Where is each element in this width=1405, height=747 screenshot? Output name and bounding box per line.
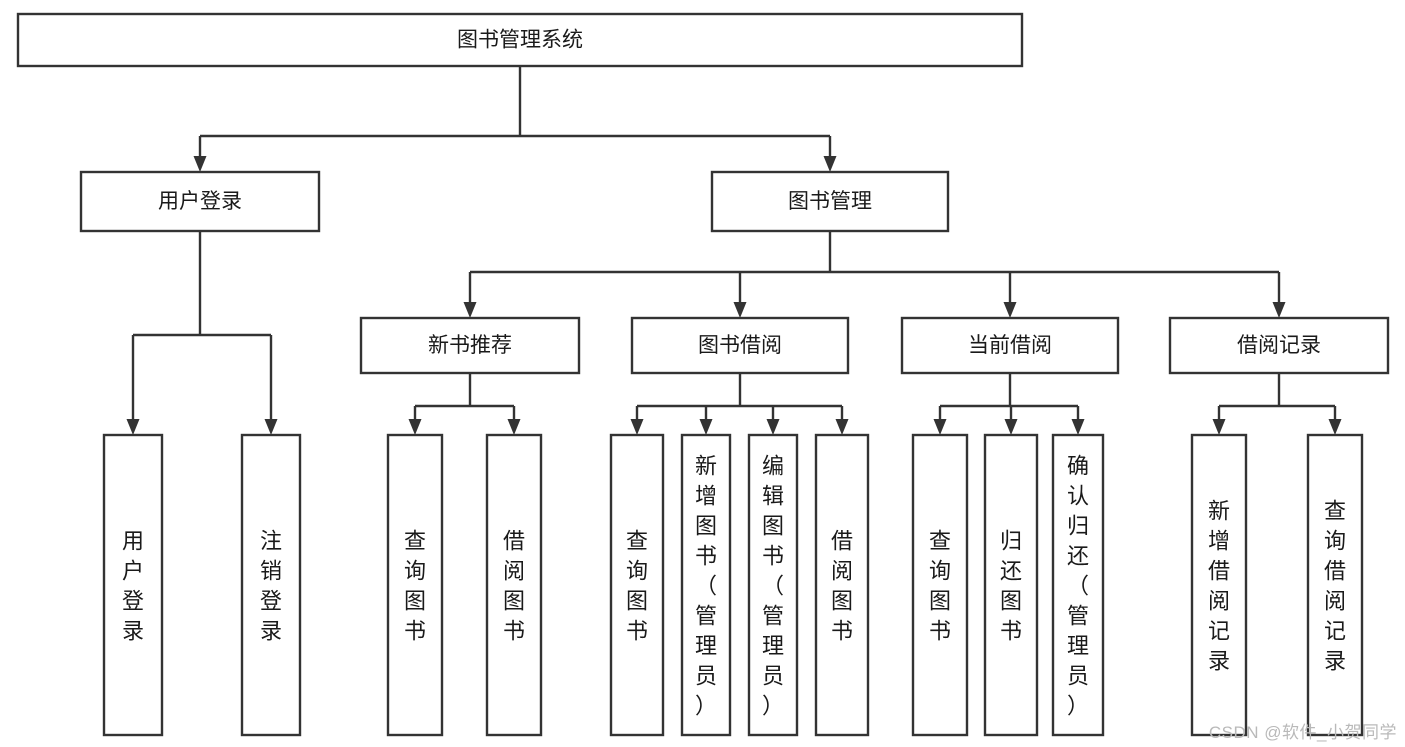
node-box[interactable] xyxy=(630,316,850,375)
node-box[interactable] xyxy=(710,170,950,233)
node-root[interactable]: 图书管理系统 xyxy=(16,12,1024,68)
node-box[interactable] xyxy=(911,433,969,737)
node-label: 借阅记录 xyxy=(1237,334,1321,357)
arrowhead xyxy=(699,419,713,435)
node-label: 当前借阅 xyxy=(968,334,1052,357)
csdn-watermark: CSDN @软件_小贺同学 xyxy=(1208,723,1397,742)
arrowhead xyxy=(1071,419,1085,435)
arrowhead xyxy=(1272,302,1286,318)
node-label: 图书管理系统 xyxy=(457,29,583,52)
node-box[interactable] xyxy=(680,433,732,737)
node-leaf-borrow-book-2[interactable]: 借阅图书 xyxy=(814,433,870,737)
node-label: 新增借阅记录 xyxy=(1208,498,1230,673)
node-box[interactable] xyxy=(983,433,1039,737)
node-box[interactable] xyxy=(359,316,581,375)
node-label: 新增图书（管理员） xyxy=(695,453,717,718)
connector-book-borrow xyxy=(630,373,849,435)
node-leaf-query-book-1[interactable]: 查询图书 xyxy=(386,433,444,737)
arrowhead xyxy=(835,419,849,435)
node-label: 编辑图书（管理员） xyxy=(762,453,784,718)
node-user-login[interactable]: 用户登录 xyxy=(79,170,321,233)
node-box[interactable] xyxy=(1168,316,1390,375)
node-leaf-add-record[interactable]: 新增借阅记录 xyxy=(1190,433,1248,737)
arrowhead xyxy=(823,156,837,172)
node-box[interactable] xyxy=(1051,433,1105,737)
arrowhead xyxy=(1003,302,1017,318)
node-book-borrow[interactable]: 图书借阅 xyxy=(630,316,850,375)
node-book-manage[interactable]: 图书管理 xyxy=(710,170,950,233)
arrowhead xyxy=(408,419,422,435)
arrowhead xyxy=(630,419,644,435)
node-box[interactable] xyxy=(386,433,444,737)
node-leaf-query-book-2[interactable]: 查询图书 xyxy=(609,433,665,737)
node-leaf-user-logout[interactable]: 注销登录 xyxy=(240,433,302,737)
arrowhead xyxy=(733,302,747,318)
node-box[interactable] xyxy=(79,170,321,233)
arrowhead xyxy=(264,419,278,435)
node-label: 确认归还（管理员） xyxy=(1067,453,1089,718)
node-label: 归还图书 xyxy=(1000,528,1022,643)
node-box[interactable] xyxy=(240,433,302,737)
node-label: 图书借阅 xyxy=(698,334,782,357)
node-leaf-return-book[interactable]: 归还图书 xyxy=(983,433,1039,737)
node-label: 查询图书 xyxy=(404,528,426,643)
node-label: 借阅图书 xyxy=(503,528,525,643)
node-box[interactable] xyxy=(747,433,799,737)
node-leaf-edit-book[interactable]: 编辑图书（管理员） xyxy=(747,433,799,737)
node-leaf-confirm-return[interactable]: 确认归还（管理员） xyxy=(1051,433,1105,737)
node-label: 注销登录 xyxy=(260,528,282,643)
connector-current-borrow xyxy=(933,373,1085,435)
arrowhead xyxy=(463,302,477,318)
node-new-book-rec[interactable]: 新书推荐 xyxy=(359,316,581,375)
arrowhead xyxy=(933,419,947,435)
node-box[interactable] xyxy=(609,433,665,737)
node-label: 用户登录 xyxy=(122,528,144,643)
node-leaf-add-book[interactable]: 新增图书（管理员） xyxy=(680,433,732,737)
node-box[interactable] xyxy=(814,433,870,737)
node-box[interactable] xyxy=(102,433,164,737)
node-borrow-record[interactable]: 借阅记录 xyxy=(1168,316,1390,375)
arrowhead xyxy=(193,156,207,172)
node-box[interactable] xyxy=(485,433,543,737)
node-label: 用户登录 xyxy=(158,190,242,213)
arrowhead xyxy=(1328,419,1342,435)
arrowhead xyxy=(1004,419,1018,435)
node-layer: 图书管理系统用户登录图书管理新书推荐图书借阅当前借阅借阅记录用户登录注销登录查询… xyxy=(16,12,1390,737)
node-leaf-borrow-book-1[interactable]: 借阅图书 xyxy=(485,433,543,737)
connector-book-manage xyxy=(463,231,1286,318)
node-label: 查询图书 xyxy=(929,528,951,643)
node-label: 借阅图书 xyxy=(831,528,853,643)
node-box[interactable] xyxy=(16,12,1024,68)
arrowhead xyxy=(766,419,780,435)
arrowhead xyxy=(507,419,521,435)
connector-borrow-record xyxy=(1212,373,1342,435)
node-label: 查询图书 xyxy=(626,528,648,643)
connector-root xyxy=(193,66,837,172)
node-leaf-query-book-3[interactable]: 查询图书 xyxy=(911,433,969,737)
node-label: 查询借阅记录 xyxy=(1324,498,1346,673)
node-box[interactable] xyxy=(1306,433,1364,737)
node-box[interactable] xyxy=(1190,433,1248,737)
node-label: 图书管理 xyxy=(788,190,872,213)
arrowhead xyxy=(126,419,140,435)
arrowhead xyxy=(1212,419,1226,435)
node-label: 新书推荐 xyxy=(428,334,512,357)
connector-new-book-rec xyxy=(408,373,521,435)
connector-layer xyxy=(126,66,1342,435)
node-box[interactable] xyxy=(900,316,1120,375)
node-leaf-query-record[interactable]: 查询借阅记录 xyxy=(1306,433,1364,737)
node-leaf-user-login[interactable]: 用户登录 xyxy=(102,433,164,737)
connector-user-login xyxy=(126,231,278,435)
node-current-borrow[interactable]: 当前借阅 xyxy=(900,316,1120,375)
